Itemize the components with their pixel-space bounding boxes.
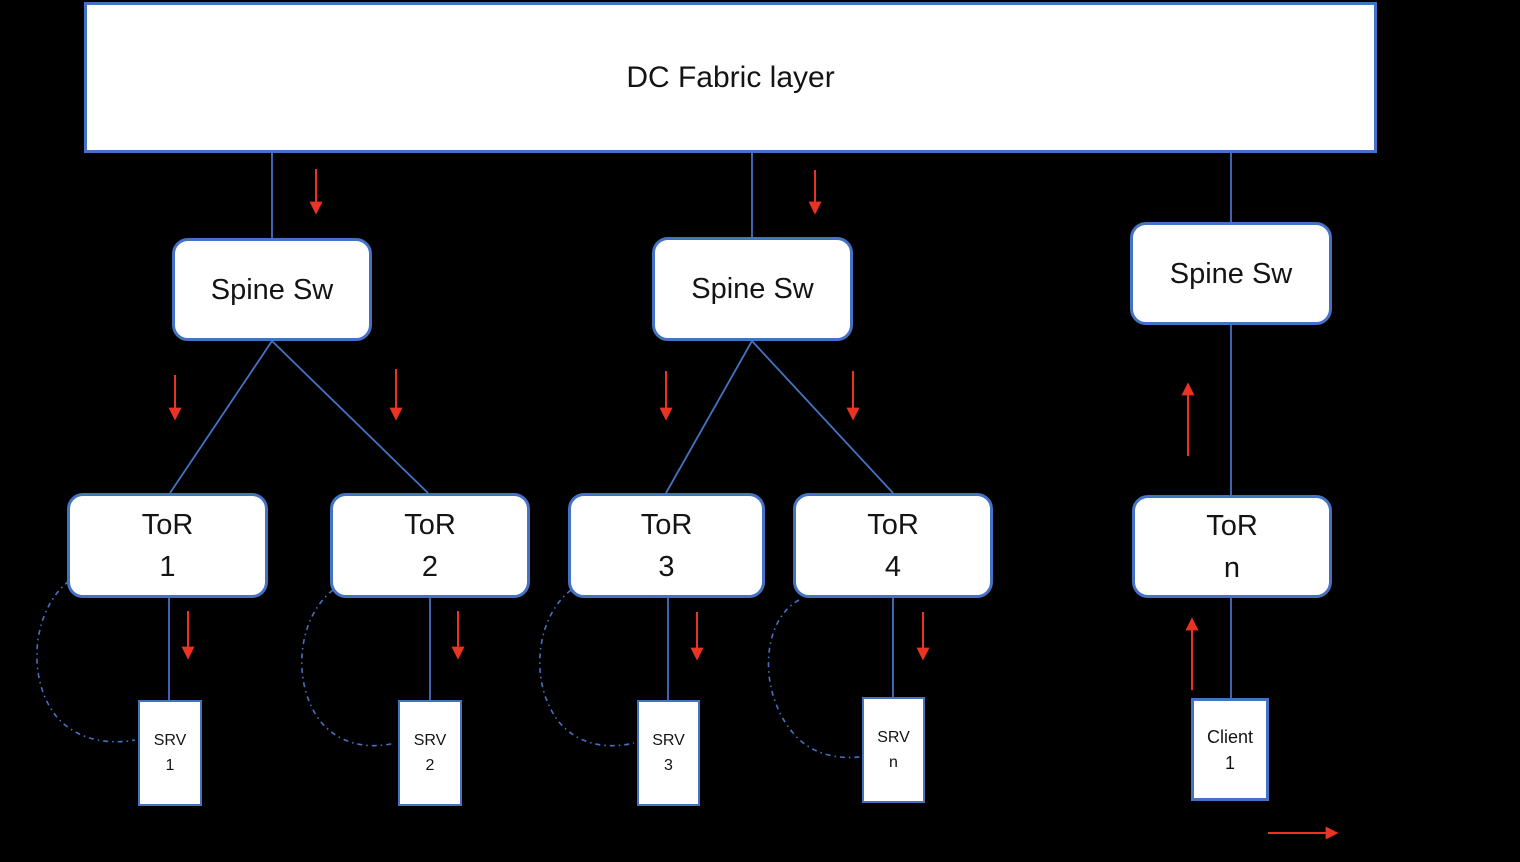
tor-switch-n-box: ToR n xyxy=(1132,495,1332,598)
server-1-box: SRV 1 xyxy=(138,700,202,806)
server-1-label: SRV xyxy=(153,732,187,749)
spine-switch-1-label: Spine Sw xyxy=(210,273,334,306)
tor-switch-2-label: ToR xyxy=(404,508,456,541)
tor-switch-2-box: ToR 2 xyxy=(330,493,530,598)
tor-switch-4-box: ToR 4 xyxy=(793,493,993,598)
hairpin-loop-tor2-srv2 xyxy=(301,589,396,747)
client-1-number: 1 xyxy=(1224,752,1235,773)
tor-switch-3-box: ToR 3 xyxy=(568,493,765,598)
tor-switch-3-label: ToR xyxy=(640,508,693,541)
server-3-box: SRV 3 xyxy=(637,700,700,806)
hairpin-loop-tor1-srv1 xyxy=(36,580,136,743)
hairpin-loop-tor4-srvn xyxy=(767,599,867,759)
server-n-box: SRV n xyxy=(862,697,925,803)
link-spine1-tor2 xyxy=(271,340,429,494)
link-spine2-tor3 xyxy=(665,340,753,494)
spine-switch-3-label: Spine Sw xyxy=(1169,257,1293,290)
dc-fabric-layer-label: DC Fabric layer xyxy=(626,60,835,94)
tor-switch-2-number: 2 xyxy=(421,550,439,583)
tor-switch-1-number: 1 xyxy=(159,550,176,583)
server-3-label: SRV xyxy=(652,732,685,749)
link-spine1-tor1 xyxy=(169,340,273,494)
server-2-label: SRV xyxy=(413,732,447,749)
tor-switch-4-label: ToR xyxy=(867,508,919,541)
link-spine2-tor4 xyxy=(751,340,894,494)
dc-fabric-layer-box: DC Fabric layer xyxy=(84,2,1377,153)
server-3-number: 3 xyxy=(664,757,673,774)
tor-switch-1-box: ToR 1 xyxy=(67,493,268,598)
tor-switch-n-label: ToR xyxy=(1206,509,1258,542)
server-2-box: SRV 2 xyxy=(398,700,462,806)
spine-switch-2-box: Spine Sw xyxy=(652,237,853,341)
hairpin-loop-tor3-srv3 xyxy=(539,589,635,747)
spine-switch-1-box: Spine Sw xyxy=(172,238,372,341)
tor-switch-n-number: n xyxy=(1223,551,1241,584)
spine-switch-3-box: Spine Sw xyxy=(1130,222,1332,325)
client-1-box: Client 1 xyxy=(1191,698,1269,801)
server-n-label: SRV xyxy=(877,729,910,746)
server-2-number: 2 xyxy=(425,757,435,774)
tor-switch-3-number: 3 xyxy=(658,550,675,583)
client-1-label: Client xyxy=(1206,726,1254,747)
spine-switch-2-label: Spine Sw xyxy=(691,273,814,305)
tor-switch-1-label: ToR xyxy=(141,508,194,541)
server-n-number: n xyxy=(889,754,898,771)
server-1-number: 1 xyxy=(165,757,175,774)
tor-switch-4-number: 4 xyxy=(884,550,902,583)
